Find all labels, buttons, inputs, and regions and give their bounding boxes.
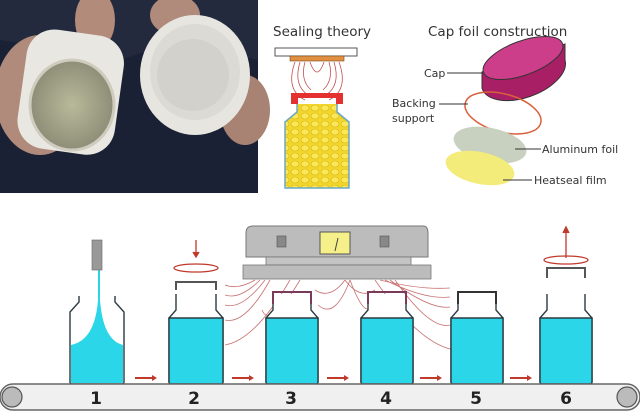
direction-arrows (135, 375, 532, 381)
step-5-label: 5 (470, 389, 482, 409)
step-1-label: 1 (90, 389, 102, 409)
cap-foil-title: Cap foil construction (428, 24, 567, 40)
step-6-label: 6 (560, 389, 572, 409)
process-line-panel: 1 2 3 4 5 6 (0, 225, 640, 411)
rotate-arrows (173, 225, 589, 273)
aluminum-foil-label: Aluminum foil (542, 143, 618, 156)
magnetic-field-lines (224, 279, 456, 351)
gauge-icon (319, 231, 351, 255)
heatseal-film-label: Heatseal film (534, 174, 607, 187)
support-label: support (392, 112, 435, 125)
photo-panel (0, 0, 270, 193)
step-4-label: 4 (380, 389, 392, 409)
cap-label: Cap (424, 67, 445, 80)
induction-sealing-head (242, 225, 432, 280)
backing-label: Backing (392, 97, 436, 110)
cap-layer (481, 36, 566, 102)
sealing-theory-panel: Sealing theory (273, 24, 371, 189)
step-3-label: 3 (285, 389, 297, 409)
bottle-caps (175, 267, 586, 304)
bottles (69, 239, 593, 385)
heatseal-film-layer (445, 150, 515, 186)
cap-foil-construction-panel: Cap foil construction Cap Backing suppor… (392, 24, 618, 187)
sealing-theory-title: Sealing theory (273, 24, 371, 40)
conveyor-belt (0, 383, 640, 411)
step-2-label: 2 (188, 389, 200, 409)
